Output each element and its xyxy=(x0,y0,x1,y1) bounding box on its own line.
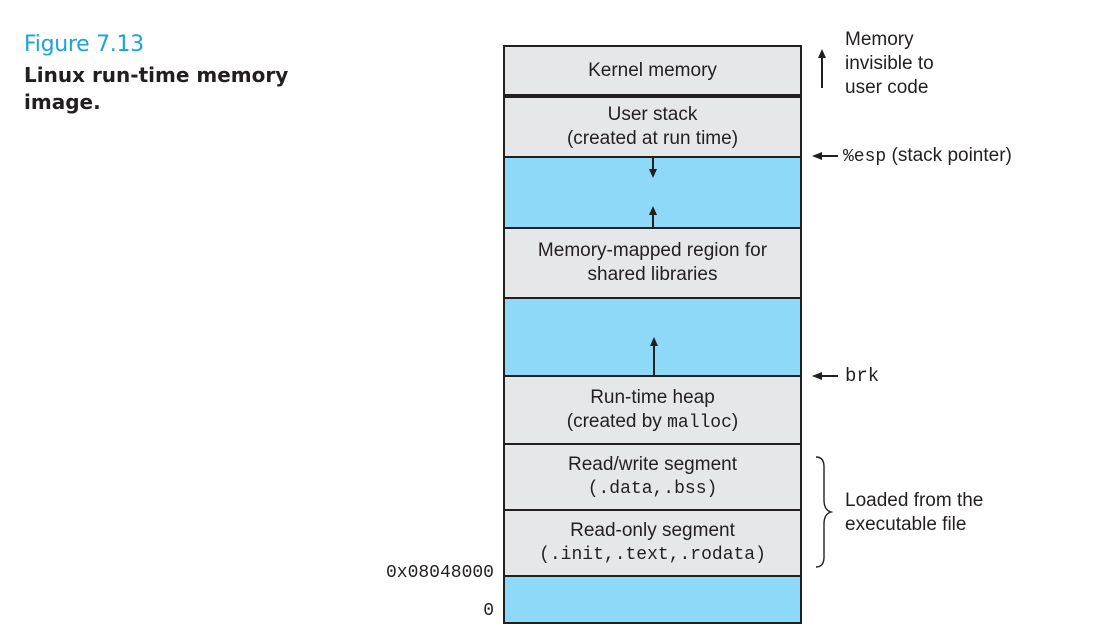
kernel-note: Memory invisible to user code xyxy=(845,28,934,100)
divider xyxy=(503,509,802,511)
diagram-bottom-border xyxy=(503,622,802,624)
stack-down-arrow-shaft xyxy=(652,158,654,170)
kernel-note-line-2: invisible to xyxy=(845,53,934,74)
esp-description: (stack pointer) xyxy=(891,145,1012,166)
divider xyxy=(503,443,802,445)
heap-subtitle: (created by malloc) xyxy=(567,410,738,435)
esp-label: %esp (stack pointer) xyxy=(843,144,1012,169)
divider xyxy=(503,575,802,577)
esp-register: %esp xyxy=(843,147,887,167)
heap-up-arrow-shaft xyxy=(653,345,655,375)
brk-label: brk xyxy=(845,365,880,387)
region-kernel-memory: Kernel memory xyxy=(503,47,802,95)
esp-arrow-head xyxy=(812,152,822,160)
curly-brace-icon xyxy=(815,456,834,568)
kernel-boundary-line xyxy=(503,94,802,98)
figure-label: Figure 7.13 xyxy=(24,32,144,57)
heap-up-arrow-head xyxy=(650,337,658,346)
stack-down-arrow-head xyxy=(649,169,657,178)
brk-arrow-shaft xyxy=(820,375,838,377)
brk-arrow-head xyxy=(812,372,822,380)
divider xyxy=(503,375,802,377)
rw-sections: (.data,.bss) xyxy=(587,479,718,499)
address-ro-start: 0x08048000 xyxy=(385,563,494,583)
heap-subtitle-suffix: ) xyxy=(731,410,739,432)
divider xyxy=(503,227,802,229)
region-memory-mapped: Memory-mapped region for shared librarie… xyxy=(503,229,802,297)
region-read-write-segment: Read/write segment (.data,.bss) xyxy=(503,445,802,509)
up-arrow-shaft xyxy=(821,57,823,88)
mmap-up-arrow-head xyxy=(649,206,657,215)
divider xyxy=(503,156,802,158)
mmap-line-1: Memory-mapped region for xyxy=(537,240,768,261)
rw-title: Read/write segment xyxy=(568,454,737,475)
user-stack-title: User stack xyxy=(607,104,698,125)
loaded-note: Loaded from the executable file xyxy=(845,489,983,537)
mmap-up-arrow-shaft xyxy=(652,214,654,227)
user-stack-subtitle: (created at run time) xyxy=(566,128,739,149)
region-kernel-label: Kernel memory xyxy=(588,60,717,81)
ro-title: Read-only segment xyxy=(570,520,735,541)
kernel-note-line-1: Memory xyxy=(845,29,914,50)
region-read-only-segment: Read-only segment (.init,.text,.rodata) xyxy=(503,511,802,575)
heap-subtitle-prefix: (created by xyxy=(566,410,668,432)
diagram-top-border xyxy=(503,45,802,47)
region-run-time-heap: Run-time heap (created by malloc) xyxy=(503,377,802,443)
esp-arrow-shaft xyxy=(820,155,838,157)
loaded-note-line-2: executable file xyxy=(845,514,967,535)
region-unused-bottom xyxy=(503,577,802,622)
region-user-stack: User stack (created at run time) xyxy=(503,98,802,156)
loaded-note-line-1: Loaded from the xyxy=(845,490,984,511)
kernel-note-line-3: user code xyxy=(845,77,929,98)
mmap-line-2: shared libraries xyxy=(587,264,718,285)
ro-sections: (.init,.text,.rodata) xyxy=(539,545,766,565)
heap-title: Run-time heap xyxy=(590,386,715,408)
address-zero: 0 xyxy=(483,601,494,621)
malloc-code: malloc xyxy=(667,412,732,433)
up-arrow-head xyxy=(818,49,826,58)
divider xyxy=(503,297,802,299)
figure-title: Linux run-time memory image. xyxy=(24,63,289,114)
